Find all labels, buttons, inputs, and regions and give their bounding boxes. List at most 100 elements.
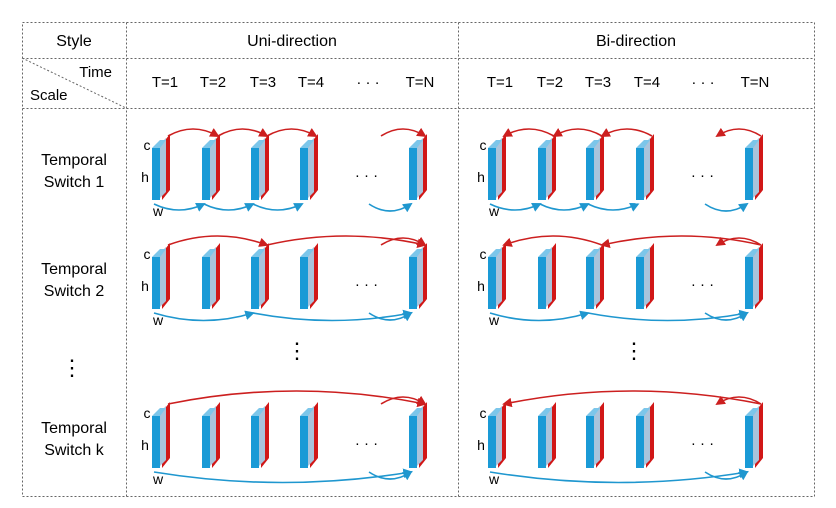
connection-arrow (489, 310, 590, 322)
width-label: w (488, 471, 500, 487)
feature-block (636, 402, 654, 468)
row-label-line2: Switch 1 (44, 174, 105, 191)
panel-row3-bi: chw· · · (477, 390, 763, 487)
feature-block (202, 134, 220, 200)
connection-arrow (252, 309, 413, 322)
connection-arrow (153, 310, 255, 322)
feature-block (636, 134, 654, 200)
row-label-line1: Temporal (41, 420, 107, 437)
feature-block (251, 243, 269, 309)
block-ellipsis: · · · (691, 276, 714, 293)
feature-block (745, 243, 763, 309)
time-step-label: T=4 (298, 74, 324, 91)
time-ellipsis: · · · (691, 74, 714, 91)
feature-block (251, 134, 269, 200)
feature-block (586, 402, 604, 468)
uni-direction-header: Uni-direction (247, 33, 337, 50)
feature-block (745, 402, 763, 468)
height-label: h (477, 437, 485, 453)
connection-arrow (380, 395, 427, 406)
panel-row1-uni: chw· · · (141, 127, 427, 219)
feature-block (488, 243, 506, 309)
height-label: h (477, 278, 485, 294)
feature-block (538, 402, 556, 468)
block-ellipsis: · · · (355, 167, 378, 184)
width-label: w (152, 312, 164, 328)
feature-block (636, 243, 654, 309)
channel-label: c (144, 246, 151, 262)
width-label: w (488, 312, 500, 328)
feature-block (586, 134, 604, 200)
feature-block (152, 402, 170, 468)
connection-arrow (704, 470, 749, 481)
connection-arrow (217, 128, 269, 137)
connection-arrow (368, 202, 413, 213)
time-label: Time (79, 64, 112, 81)
height-label: h (141, 278, 149, 294)
time-step-label: T=N (406, 74, 435, 91)
connection-arrow (489, 202, 542, 212)
block-ellipsis: · · · (355, 276, 378, 293)
connection-arrow (203, 203, 255, 212)
block-ellipsis: · · · (355, 435, 378, 452)
time-ellipsis: · · · (356, 74, 379, 91)
block-ellipsis: · · · (691, 167, 714, 184)
vertical-ellipsis-uni: ⋮ (286, 338, 308, 363)
table-grid (22, 22, 815, 497)
time-step-label: T=N (741, 74, 770, 91)
connection-arrow (715, 236, 762, 247)
connection-arrow (167, 128, 220, 137)
feature-block (202, 243, 220, 309)
connection-arrow (502, 128, 555, 137)
time-step-label: T=2 (200, 74, 226, 91)
feature-block (409, 243, 427, 309)
row-label-line1: Temporal (41, 261, 107, 278)
connection-arrow (167, 235, 269, 247)
connection-arrow (715, 127, 762, 138)
connection-arrow (380, 236, 427, 247)
feature-block (488, 134, 506, 200)
connection-arrow (266, 235, 427, 248)
time-step-label: T=3 (585, 74, 611, 91)
connection-arrow (587, 309, 749, 322)
connection-arrow (600, 128, 653, 137)
connection-arrow (587, 202, 640, 212)
time-step-label: T=3 (250, 74, 276, 91)
feature-block (745, 134, 763, 200)
scale-label: Scale (30, 87, 68, 104)
connection-arrow (539, 203, 590, 212)
panel-row2-uni: ch w · · · (141, 235, 427, 328)
feature-block (586, 243, 604, 309)
feature-block (251, 402, 269, 468)
panel-row1-bi: chw· · · (477, 127, 763, 219)
panel-row2-bi: chw· · · (477, 235, 763, 328)
vertical-ellipsis-bi: ⋮ (623, 338, 645, 363)
row-label-line1: Temporal (41, 152, 107, 169)
feature-block (152, 243, 170, 309)
switch-panels: chw· · ·chw· · ·chw· · ·chw· · ·chw· · ·… (141, 127, 763, 487)
feature-block (152, 134, 170, 200)
connection-arrow (704, 202, 749, 213)
height-label: h (477, 169, 485, 185)
time-step-label: T=1 (487, 74, 513, 91)
feature-block (409, 134, 427, 200)
time-step-label: T=1 (152, 74, 178, 91)
feature-block (538, 243, 556, 309)
bi-direction-header: Bi-direction (596, 33, 676, 50)
channel-label: c (144, 137, 151, 153)
feature-block (409, 402, 427, 468)
connection-arrow (600, 235, 762, 248)
connection-arrow (368, 470, 413, 481)
style-header: Style (56, 33, 92, 50)
header-diagonal (21, 57, 127, 109)
panel-row3-uni: chw· · · (141, 390, 427, 487)
connection-arrow (715, 395, 762, 406)
feature-block (538, 134, 556, 200)
block-ellipsis: · · · (691, 435, 714, 452)
connection-arrow (153, 202, 206, 212)
time-step-label: T=2 (537, 74, 563, 91)
connection-arrow (252, 203, 304, 212)
